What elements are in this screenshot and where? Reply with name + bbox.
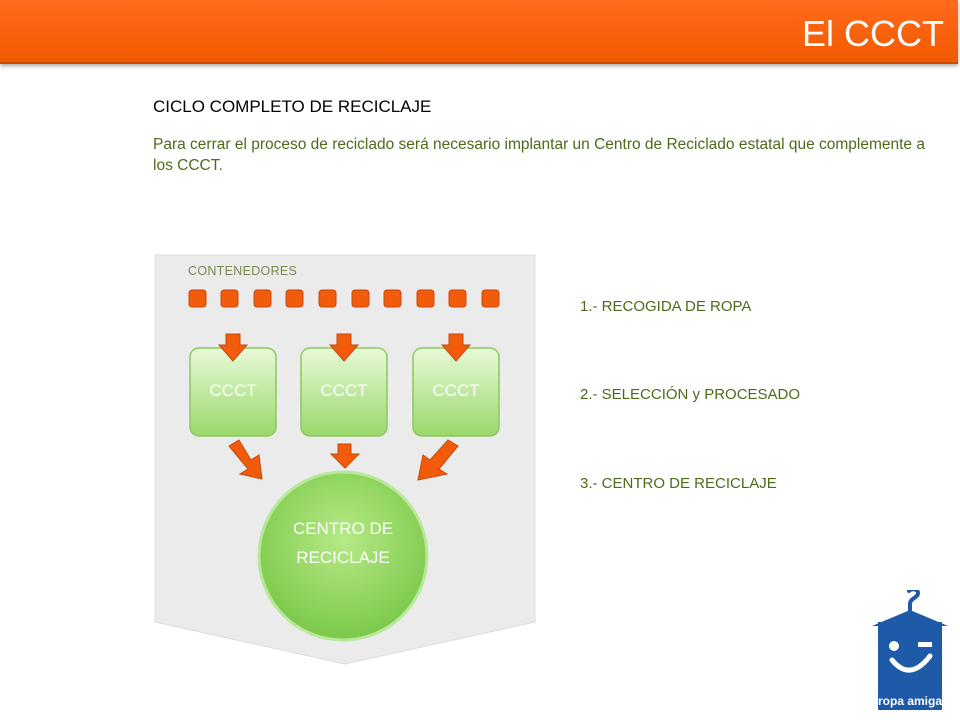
container-square: [318, 289, 337, 308]
container-square: [285, 289, 304, 308]
recycling-center-circle: [257, 470, 429, 642]
arrow-down-icon: [217, 333, 249, 362]
logo-text: ropa amiga: [877, 694, 943, 708]
intro-paragraph: Para cerrar el proceso de reciclado será…: [153, 136, 925, 174]
arrow-down-icon: [329, 443, 361, 469]
page-title: El CCCT: [802, 13, 944, 54]
ropa-amiga-logo: [872, 590, 948, 710]
container-square: [188, 289, 207, 308]
containers-label: CONTENEDORES: [188, 264, 298, 278]
container-square: [220, 289, 239, 308]
title-bar: El CCCT: [0, 0, 958, 64]
arrow-down-icon: [440, 333, 472, 362]
container-square: [383, 289, 402, 308]
step-1: 1.- RECOGIDA DE ROPA: [580, 298, 752, 315]
step-3: 3.- CENTRO DE RECICLAJE: [580, 475, 777, 492]
container-square: [351, 289, 370, 308]
arrow-down-icon: [328, 333, 360, 362]
hanger-icon: [907, 590, 921, 614]
container-square: [253, 289, 272, 308]
ccct-label: CCCT: [209, 381, 257, 400]
container-square: [448, 289, 467, 308]
center-label: CENTRO DE RECICLAJE: [292, 519, 394, 567]
container-square: [481, 289, 500, 308]
ccct-label: CCCT: [320, 381, 368, 400]
arrow-down-right-icon: [228, 439, 263, 480]
section-heading: CICLO COMPLETO DE RECICLAJE: [153, 97, 432, 116]
containers-row: [188, 289, 500, 308]
container-square: [416, 289, 435, 308]
step-2: 2.- SELECCIÓN y PROCESADO: [580, 386, 801, 403]
ccct-label: CCCT: [432, 381, 480, 400]
arrow-down-left-icon: [417, 439, 459, 481]
